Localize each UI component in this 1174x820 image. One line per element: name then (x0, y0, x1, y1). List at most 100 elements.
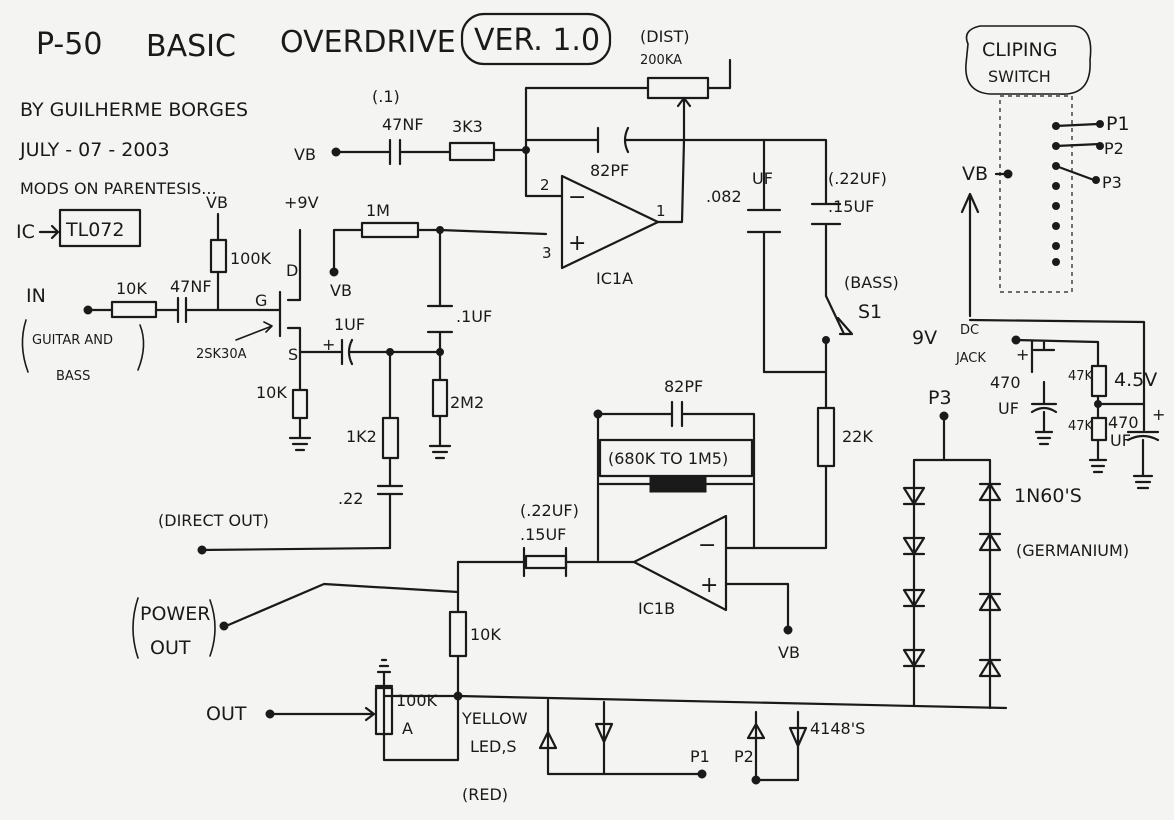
resistor-3k3 (448, 141, 496, 162)
c-022-label: .22 (338, 489, 363, 508)
c-082-label: .082 (706, 187, 742, 206)
power-supply: 9V DC JACK + 470 UF 47K 4.5V 47K 470 UF … (912, 192, 1165, 490)
vb-bias-label: VB (206, 193, 228, 212)
germanium-chain-up (978, 482, 1002, 678)
opamp-ic1b (632, 514, 728, 612)
clip-switch-title-bubble (965, 25, 1092, 95)
power-out-label2: OUT (150, 637, 191, 659)
clipping-switch: CLIPING SWITCH P1 P2 P3 VB (962, 25, 1130, 293)
dist-pot-label: 200KA (640, 53, 682, 68)
uf-1-label: UF (998, 399, 1019, 418)
dist-pot-200ka (646, 76, 710, 100)
resistor-10k-in (110, 300, 158, 319)
mod-680k-box (598, 438, 754, 478)
r-100k-label: 100K (230, 249, 272, 268)
clip-switch-title1: CLIPING (982, 39, 1057, 61)
clip-switch-body (999, 95, 1073, 293)
germanium-label: (GERMANIUM) (1016, 541, 1129, 560)
p2-label: P2 (734, 747, 754, 766)
svg-text:−: − (568, 185, 586, 210)
feedback-network (524, 58, 732, 154)
in-label: IN (26, 285, 46, 307)
resistor-47k-2 (1090, 416, 1108, 442)
dist-pot-wiper-icon (676, 96, 692, 142)
mod-022uf-label: (.22UF) (828, 169, 887, 188)
leds-label: LED,S (470, 737, 517, 756)
title-block: P-50 BASIC OVERDRIVE VER. 1.0 BY GUILHER… (16, 12, 612, 248)
ic-arrow-icon (38, 224, 60, 240)
s1-label: S1 (858, 301, 882, 323)
d1n60-label: 1N60'S (1014, 485, 1082, 507)
mod-022uf-b-label: (.22UF) (520, 501, 579, 520)
pin2-label: 2 (540, 176, 550, 194)
germanium-chain-down (902, 486, 926, 668)
p2-node (751, 775, 761, 785)
r-10k-src-label: 10K (256, 383, 287, 402)
in-desc-line2: BASS (56, 369, 90, 384)
resistor-10k-out (448, 610, 468, 658)
resistor-47k-1 (1090, 364, 1108, 398)
input-stage: IN GUITAR AND BASS 10K 47NF VB 100K +9V … (21, 193, 548, 555)
direct-out-node (197, 545, 207, 555)
clip-switch-title2: SWITCH (988, 67, 1051, 86)
out-node (265, 709, 275, 719)
v45-label: 4.5V (1114, 369, 1157, 391)
c-470-2-label: 470 (1108, 413, 1139, 432)
c-47nf-label: 47NF (382, 115, 424, 134)
p1-label: P1 (690, 747, 710, 766)
r-1k2-label: 1K2 (346, 427, 377, 446)
svg-text:+: + (568, 231, 586, 256)
vb-1m-label: VB (330, 281, 352, 300)
c-1uf-label: 1UF (334, 315, 365, 334)
output-stage: 10K POWER OUT 100K A OUT YELLOW LED,S (R… (132, 560, 1008, 804)
power-out-node (219, 621, 229, 631)
r-22k-label: 22K (842, 427, 873, 446)
sw-p2-label: P2 (1104, 139, 1124, 158)
resistor-1k2 (381, 416, 400, 460)
pot-100k-label: 100K (396, 691, 438, 710)
c-47nf-in-label: 47NF (170, 277, 212, 296)
yellow-label: YELLOW (461, 709, 528, 728)
sw-p1-label: P1 (1106, 113, 1130, 135)
resistor-22k (816, 406, 836, 468)
red-label: (RED) (462, 785, 508, 804)
r-10k-out-label: 10K (470, 625, 501, 644)
clip-bus (456, 694, 1008, 710)
sw-p3-label: P3 (1102, 173, 1122, 192)
ic-model-text: TL072 (65, 219, 124, 241)
jfet-pointer-icon (235, 321, 273, 341)
pin3-label: 3 (542, 244, 552, 262)
in-desc-line1: GUITAR AND (32, 333, 113, 348)
direct-out-wire (198, 546, 392, 552)
dc-label: DC (960, 323, 979, 338)
mod-680k-label: (680K TO 1M5) (608, 449, 728, 468)
uf-label: UF (752, 169, 773, 188)
svg-text:+: + (700, 573, 718, 598)
electrolytic-470uf-1 (1030, 380, 1058, 446)
title-version: VER. 1.0 (474, 23, 600, 58)
ic-model-box (58, 208, 142, 248)
electrolytic-470uf-2 (1126, 430, 1160, 490)
volume-pot-ground-icon (374, 658, 460, 738)
in-desc-bracket-left (21, 319, 29, 373)
ic1a-label: IC1A (596, 269, 633, 288)
p1-node (697, 769, 707, 779)
capacitor-47nf (334, 138, 452, 166)
p3-label: P3 (928, 387, 952, 409)
bias-ground-icon (428, 350, 452, 460)
sw-vb-label: VB (962, 163, 988, 185)
direct-out-label: (DIRECT OUT) (158, 511, 269, 530)
date-text: JULY - 07 - 2003 (19, 139, 170, 161)
c-82pf-b-label: 82PF (664, 377, 703, 396)
ic1b-label: IC1B (638, 599, 675, 618)
capacitor-47nf-in (154, 296, 282, 324)
capacitor-1uf (298, 338, 442, 366)
capacitor-15uf (762, 138, 842, 298)
r-2m2-label: 2M2 (450, 393, 484, 412)
author-text: BY GUILHERME BORGES (20, 99, 248, 121)
power-out-wire (224, 582, 460, 628)
svg-text:+: + (322, 335, 335, 354)
r-1m-label: 1M (366, 201, 390, 220)
capacitor-15uf-b (456, 546, 636, 578)
